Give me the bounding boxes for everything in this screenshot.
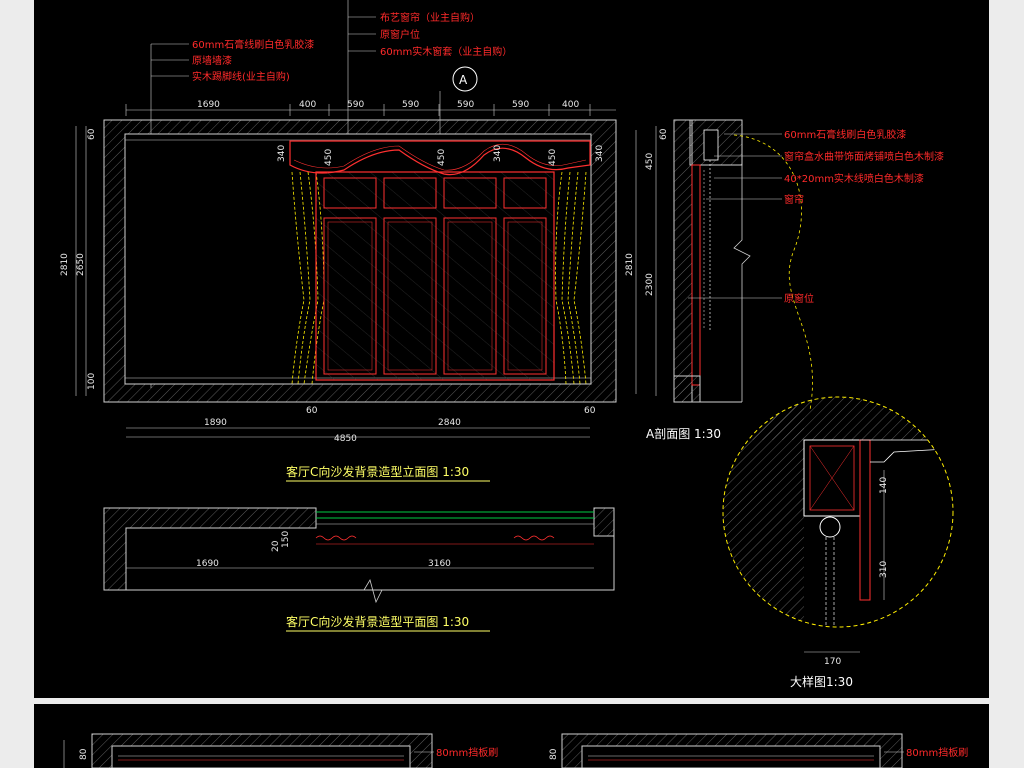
note-top-1: 布艺窗帘（业主自购） [380,11,480,24]
plan-dim-4: 150 [281,531,291,548]
elevation-title-text: 客厅C向沙发背景造型立面图 1:30 [286,464,469,479]
elevation-top-dimensions: 1690 400 590 590 590 590 400 [125,100,616,116]
dim-top-7: 400 [562,100,579,110]
dim-left-2: 2810 [60,253,70,276]
plan-dim-2: 3160 [428,559,451,569]
elevation-notes-left: 60mm石膏线刷白色乳胶漆 原墙墙漆 实木踢脚线(业主自购) [150,38,314,388]
dim-bottom-1: 60 [306,406,318,416]
dim-bottom-5: 4850 [334,434,357,444]
note-left-3: 实木踢脚线(业主自购) [192,70,290,83]
elevation-right-dimensions: 2810 [625,130,637,394]
plan-title-text: 客厅C向沙发背景造型平面图 1:30 [286,614,469,629]
plan-dim-1: 1690 [196,559,219,569]
detail-dim-3: 170 [824,657,841,667]
note-left-1: 60mm石膏线刷白色乳胶漆 [192,38,314,51]
dim-left-1: 60 [87,128,97,140]
drawing-sheet-bottom: 80 80mm挡板刷 80 80mm挡板刷 [34,704,989,768]
dim-left-3: 2650 [76,253,86,276]
detail-dim-2: 310 [879,561,889,578]
dim-bottom-3: 1890 [204,418,227,428]
dim-bottom-4: 2840 [438,418,461,428]
detail-title-text: 大样图1:30 [790,674,853,689]
elevation-notes-top: 布艺窗帘（业主自购） 原窗户位 60mm实木窗套（业主自购） [347,0,512,372]
bottom-note-2: 80mm挡板刷 [906,746,968,759]
section-note-2: 窗帘盒水曲带饰面烤铺喷白色木制漆 [784,150,944,163]
plan-title: 客厅C向沙发背景造型平面图 1:30 [286,614,490,632]
note-top-3: 60mm实木窗套（业主自购） [380,45,512,58]
marker-label: A [459,73,468,87]
dim-top-3: 590 [347,100,364,110]
dim-bottom-2: 60 [584,406,596,416]
window-frame [315,171,555,381]
elevation-inner-dimensions: 340 450 450 450 340 340 [277,145,605,166]
bottom-right-drawing: 80 80mm挡板刷 [549,733,968,768]
dim-top-4: 590 [402,100,419,110]
section-a-notes: 60mm石膏线刷白色乳胶漆 窗帘盒水曲带饰面烤铺喷白色木制漆 40*20mm实木… [688,128,944,305]
dim-inner-5: 340 [493,145,503,162]
plan-view: 1690 3160 20 150 [103,507,615,604]
dim-right-1: 2810 [625,253,635,276]
dim-inner-2: 450 [324,149,334,166]
section-dim-1: 60 [659,128,669,140]
bottom-left-drawing: 80 80mm挡板刷 [63,733,498,768]
drawing-sheet-top: 布艺窗帘（业主自购） 原窗户位 60mm实木窗套（业主自购） 60mm石膏线刷白… [34,0,989,698]
elevation-bottom-dimensions: 60 60 1890 2840 4850 [126,406,596,444]
cad-drawing: 布艺窗帘（业主自购） 原窗户位 60mm实木窗套（业主自购） 60mm石膏线刷白… [60,0,954,689]
bottom-note-1: 80mm挡板刷 [436,746,498,759]
dim-inner-1: 340 [277,145,287,162]
bottom-dim-1: 80 [79,748,89,760]
dim-top-2: 400 [299,100,316,110]
section-note-1: 60mm石膏线刷白色乳胶漆 [784,128,906,141]
note-left-2: 原墙墙漆 [192,54,232,67]
section-dim-3: 2300 [645,273,655,296]
section-note-3: 40*20mm实木线喷白色木制漆 [784,172,924,185]
section-note-5: 原窗位 [784,292,814,305]
detail-dim-1: 140 [879,477,889,494]
section-title-text: A剖面图 1:30 [646,427,721,441]
elevation-left-dimensions: 60 2810 2650 100 [60,126,97,396]
dim-top-1: 1690 [197,100,220,110]
dim-inner-6: 340 [595,145,605,162]
dim-inner-3: 450 [437,149,447,166]
dim-top-6: 590 [512,100,529,110]
note-top-2: 原窗户位 [380,28,420,41]
dim-top-5: 590 [457,100,474,110]
detail-view: 140 310 170 [722,396,954,667]
bottom-dim-2: 80 [549,748,559,760]
elevation-title: 客厅C向沙发背景造型立面图 1:30 [286,464,490,482]
section-title: A剖面图 1:30 [646,427,721,441]
dim-inner-4: 450 [548,149,558,166]
detail-title: 大样图1:30 [790,674,853,689]
cad-drawing-bottom: 80 80mm挡板刷 80 80mm挡板刷 [63,733,968,768]
section-dim-2: 450 [645,153,655,170]
section-a-view: 60 450 2300 [645,119,813,411]
section-note-4: 窗帘 [784,193,804,206]
dim-left-4: 100 [87,373,97,390]
plan-dim-3: 20 [271,540,281,552]
